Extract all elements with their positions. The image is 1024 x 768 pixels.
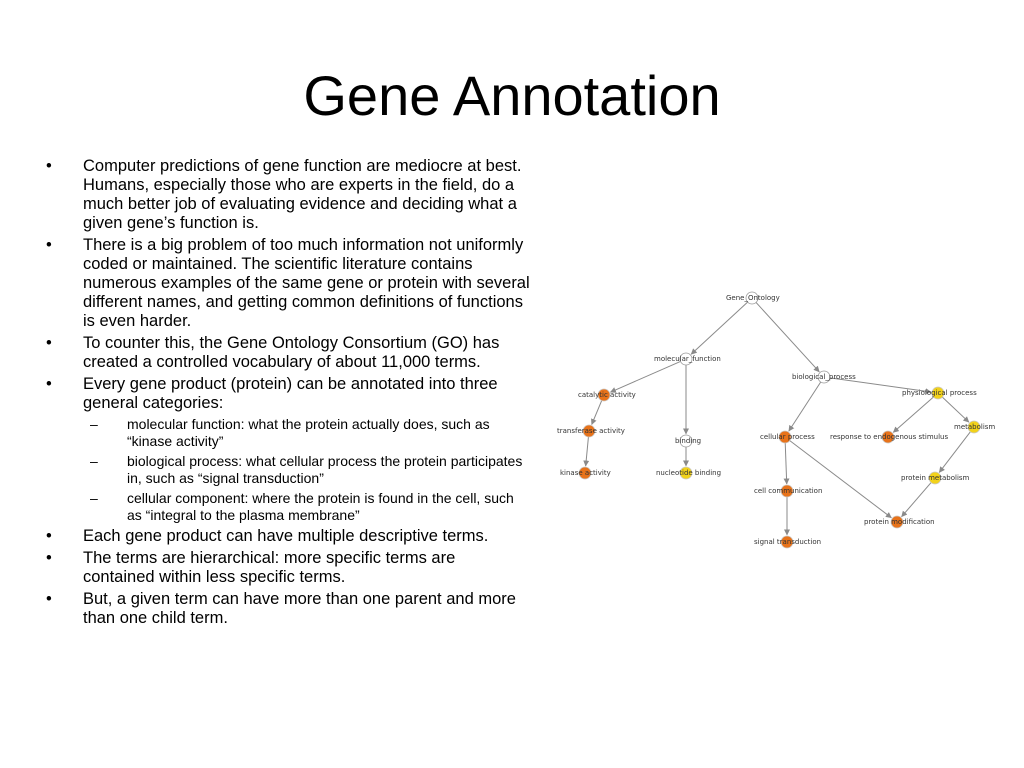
graph-node-circle	[582, 424, 596, 438]
bullet-item: • But, a given term can have more than o…	[46, 590, 530, 628]
graph-node-circle	[597, 388, 611, 402]
gene-ontology-graph: Gene_Ontology molecular_function biologica…	[557, 291, 995, 549]
graph-edges	[583, 301, 971, 536]
graph-node-label: nucleotide binding	[656, 469, 721, 477]
graph-edge-me-pm	[938, 431, 971, 473]
sub-bullet-text: cellular component: where the protein is…	[127, 490, 514, 523]
bullet-marker: •	[46, 236, 52, 254]
graph-node-ka: kinase activity	[560, 466, 611, 480]
graph-node-label: molecular_function	[654, 355, 721, 363]
graph-node-label: signal transduction	[754, 538, 821, 546]
graph-node-circle	[817, 370, 831, 384]
sub-bullet-list: – molecular function: what the protein a…	[83, 416, 530, 523]
graph-edge-go-mf	[690, 301, 748, 355]
bullet-item: • The terms are hierarchical: more speci…	[46, 549, 530, 587]
bullet-text: To counter this, the Gene Ontology Conso…	[83, 334, 500, 371]
slide-title: Gene Annotation	[303, 64, 721, 127]
graph-edge-cp-pmod	[789, 440, 892, 519]
graph-edge-go-bp	[755, 302, 820, 373]
graph-node-circle	[578, 466, 592, 480]
graph-edge-mf-ca	[609, 360, 681, 393]
sub-bullet-marker: –	[90, 453, 98, 469]
bullet-item: • To counter this, the Gene Ontology Con…	[46, 334, 530, 372]
graph-node-rs: response to endogenous stimulus	[830, 430, 948, 444]
graph-node-label: biological_process	[792, 373, 856, 381]
bullet-marker: •	[46, 334, 52, 352]
graph-node-nb: nucleotide binding	[656, 466, 721, 480]
graph-node-label: Gene_Ontology	[726, 294, 780, 302]
bullet-item: • Each gene product can have multiple de…	[46, 527, 530, 546]
bullet-text: But, a given term can have more than one…	[83, 590, 516, 627]
bullet-marker: •	[46, 527, 52, 545]
bullet-text: The terms are hierarchical: more specifi…	[83, 549, 456, 586]
sub-bullet-item: – cellular component: where the protein …	[83, 490, 530, 523]
sub-bullet-marker: –	[90, 490, 98, 506]
bullet-text: Computer predictions of gene function ar…	[83, 157, 522, 232]
graph-node-bi: binding	[675, 434, 701, 448]
graph-node-circle	[679, 466, 693, 480]
graph-nodes: Gene_Ontology molecular_function biologica…	[557, 291, 995, 549]
bullet-marker: •	[46, 549, 52, 567]
bullet-item: • There is a big problem of too much inf…	[46, 236, 530, 331]
graph-node-label: protein modification	[864, 518, 935, 526]
bullet-item: • Every gene product (protein) can be an…	[46, 375, 530, 523]
graph-node-label: protein metabolism	[901, 474, 970, 482]
graph-node-circle	[881, 430, 895, 444]
graph-node-pp: physiological process	[902, 386, 977, 400]
sub-bullet-marker: –	[90, 416, 98, 432]
bullet-text: There is a big problem of too much infor…	[83, 236, 530, 330]
bullet-text: Each gene product can have multiple desc…	[83, 527, 489, 545]
graph-edge-cp-cc	[783, 442, 790, 485]
graph-node-cc: cell communication	[754, 484, 822, 498]
graph-edge-ta-ka	[583, 436, 590, 467]
graph-node-label: binding	[675, 437, 701, 445]
graph-node-pm: protein metabolism	[901, 471, 970, 485]
sub-bullet-item: – molecular function: what the protein a…	[83, 416, 530, 449]
bullet-text: Every gene product (protein) can be anno…	[83, 375, 498, 412]
graph-node-bp: biological_process	[792, 370, 856, 384]
graph-node-circle	[780, 535, 794, 549]
sub-bullet-text: molecular function: what the protein act…	[127, 416, 490, 449]
graph-node-label: kinase activity	[560, 469, 611, 477]
sub-bullet-text: biological process: what cellular proces…	[127, 453, 523, 486]
graph-node-circle	[780, 484, 794, 498]
graph-node-label: catalytic activity	[578, 391, 636, 399]
graph-node-circle	[890, 515, 904, 529]
graph-node-st: signal transduction	[754, 535, 821, 549]
graph-node-cp: cellular process	[760, 430, 815, 444]
graph-node-ca: catalytic activity	[578, 388, 636, 402]
bullet-marker: •	[46, 157, 52, 175]
graph-node-pmod: protein modification	[864, 515, 935, 529]
graph-node-circle	[745, 291, 759, 305]
graph-node-ta: transferase activity	[557, 424, 625, 438]
graph-edge-pp-rs	[892, 396, 934, 433]
sub-bullet-item: – biological process: what cellular proc…	[83, 453, 530, 486]
graph-node-circle	[778, 430, 792, 444]
graph-node-label: transferase activity	[557, 427, 625, 435]
graph-node-circle	[967, 420, 981, 434]
bullet-marker: •	[46, 375, 52, 393]
graph-edge-pp-me	[942, 396, 970, 423]
graph-node-mf: molecular_function	[654, 352, 721, 366]
graph-edge-bp-pp	[829, 377, 932, 395]
graph-node-label: cell communication	[754, 487, 822, 495]
bullet-list: • Computer predictions of gene function …	[46, 157, 530, 631]
bullet-item: • Computer predictions of gene function …	[46, 157, 530, 233]
graph-edge-bp-cp	[788, 381, 822, 432]
graph-edge-pm-pmod	[901, 482, 932, 518]
graph-node-label: cellular process	[760, 433, 815, 441]
graph-node-circle	[679, 434, 693, 448]
graph-node-label: physiological process	[902, 389, 977, 397]
graph-edge-ca-ta	[591, 400, 603, 426]
graph-node-circle	[679, 352, 693, 366]
graph-node-me: metabolism	[954, 420, 995, 434]
graph-node-go: Gene_Ontology	[726, 291, 780, 305]
graph-node-label: response to endogenous stimulus	[830, 433, 948, 441]
graph-node-circle	[928, 471, 942, 485]
bullet-marker: •	[46, 590, 52, 608]
graph-node-circle	[931, 386, 945, 400]
graph-node-label: metabolism	[954, 423, 995, 431]
